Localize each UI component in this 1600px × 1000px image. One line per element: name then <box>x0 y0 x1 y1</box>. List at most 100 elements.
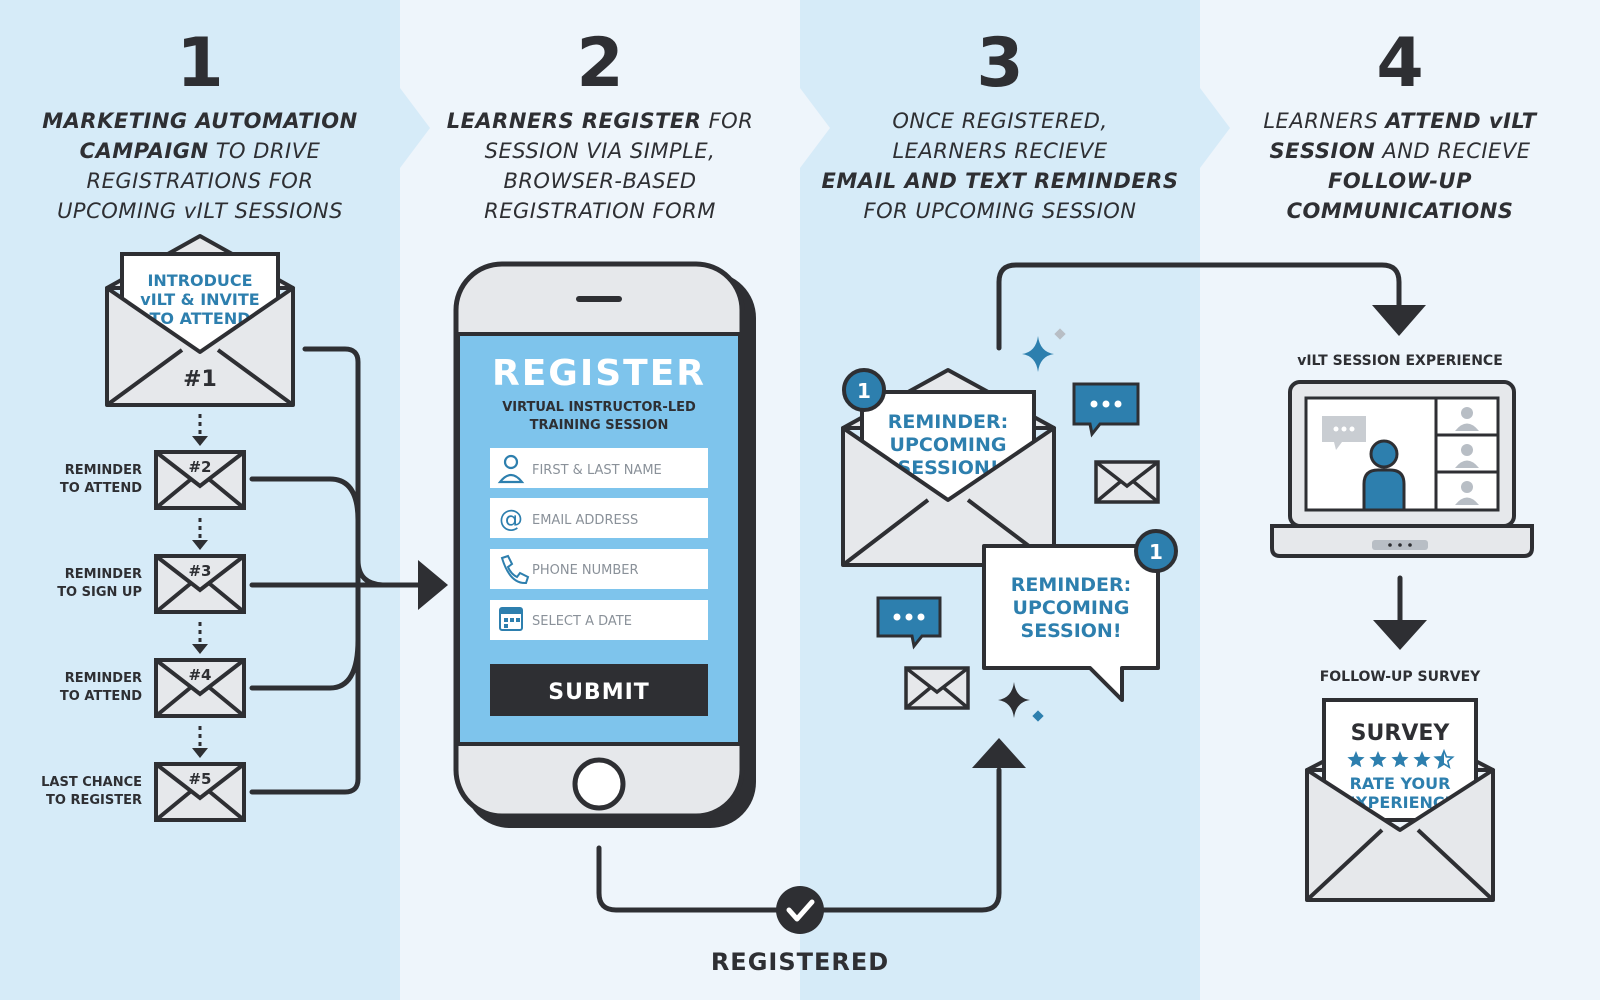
reminder-label: TO ATTEND <box>60 689 142 704</box>
sparkle-icon <box>998 682 1030 718</box>
email-reminder-line-2: UPCOMING <box>890 434 1007 456</box>
user-icon <box>497 454 525 484</box>
reminder-envelope: #2 REMINDER TO ATTEND <box>60 414 246 510</box>
reminder-label: REMINDER <box>65 463 142 478</box>
emphasis-text: LEARNERS REGISTER <box>446 109 702 133</box>
description-line: CAMPAIGN TO DRIVE <box>20 136 380 166</box>
name-field-placeholder: FIRST & LAST NAME <box>532 463 662 478</box>
survey-label: FOLLOW-UP SURVEY <box>1320 669 1481 685</box>
laptop-to-survey-arrow <box>1373 575 1427 650</box>
reminder-label: TO ATTEND <box>60 481 142 496</box>
chevron-1 <box>400 88 430 168</box>
arrow-down-icon <box>192 540 208 550</box>
phone-icon <box>500 554 530 585</box>
description-line: FOR UPCOMING SESSION <box>820 196 1180 226</box>
date-field-placeholder: SELECT A DATE <box>532 614 632 629</box>
emphasis-text: SESSION <box>1269 139 1376 163</box>
survey-envelope: SURVEY RATE YOUR EXPERIENCE <box>1305 698 1495 902</box>
body-text: FOR <box>701 109 754 133</box>
invite-badge: #1 <box>183 367 217 392</box>
description-line: BROWSER-BASED <box>420 166 780 196</box>
form-title: REGISTER <box>492 353 706 394</box>
description-line: REGISTRATIONS FOR <box>20 166 380 196</box>
body-text: LEARNERS RECIEVE <box>892 139 1108 163</box>
session-label: vILT SESSION EXPERIENCE <box>1297 353 1503 369</box>
description-line: LEARNERS RECIEVE <box>820 136 1180 166</box>
survey-title: SURVEY <box>1351 721 1451 746</box>
arrow-down-icon <box>1372 305 1426 336</box>
survey-sub-1: RATE YOUR <box>1350 774 1451 793</box>
mail-icon <box>904 666 970 710</box>
description-line: UPCOMING vILT SESSIONS <box>20 196 380 226</box>
email-field[interactable]: @ EMAIL ADDRESS <box>490 498 708 538</box>
body-text: SESSION VIA SIMPLE, <box>484 139 716 163</box>
step-number-1: 1 <box>176 24 224 103</box>
body-text: BROWSER-BASED <box>503 169 697 193</box>
registered-label: REGISTERED <box>711 948 889 976</box>
email-count: 1 <box>857 379 871 403</box>
chat-icon <box>1072 382 1140 438</box>
reminder-badge: #2 <box>188 458 211 476</box>
description-line: LEARNERS ATTEND vILT <box>1220 106 1580 136</box>
reminder-label: REMINDER <box>65 567 142 582</box>
calendar-icon <box>499 607 523 631</box>
body-text: REGISTRATION FORM <box>484 199 716 223</box>
email-reminder-line-1: REMINDER: <box>888 411 1008 433</box>
form-subtitle-1: VIRTUAL INSTRUCTOR-LED <box>502 400 696 415</box>
date-field[interactable]: SELECT A DATE <box>490 600 708 640</box>
emphasis-text: MARKETING AUTOMATION <box>42 109 358 133</box>
campaign-merge-lines <box>249 346 423 795</box>
at-icon: @ <box>499 505 523 533</box>
star-full-icon <box>1369 751 1387 768</box>
description-line: SESSION VIA SIMPLE, <box>420 136 780 166</box>
step-number-4: 4 <box>1376 24 1424 103</box>
chat-icon <box>1322 416 1366 450</box>
description-line: LEARNERS REGISTER FOR <box>420 106 780 136</box>
name-field[interactable]: FIRST & LAST NAME <box>490 448 708 488</box>
phone-field[interactable]: PHONE NUMBER <box>490 549 708 589</box>
sparkle-dot-icon <box>1054 328 1066 340</box>
invite-envelope: INTRODUCE vILT & INVITE TO ATTEND #1 <box>105 234 295 407</box>
body-text: LEARNERS <box>1263 109 1386 133</box>
reminder-label: TO REGISTER <box>46 793 142 808</box>
text-reminder-line-1: REMINDER: <box>1011 574 1131 596</box>
reminder-label: REMINDER <box>65 671 142 686</box>
text-reminder-line-3: SESSION! <box>1021 620 1122 642</box>
description-line: MARKETING AUTOMATION <box>20 106 380 136</box>
step-number-3: 3 <box>976 24 1024 103</box>
presenter-icon <box>1362 439 1406 512</box>
sparkle-icon <box>1022 336 1054 372</box>
survey-sub-2: EXPERIENCE <box>1344 793 1455 812</box>
star-rating <box>1347 748 1455 770</box>
description-line: SESSION AND RECIEVE <box>1220 136 1580 166</box>
invite-line-1: INTRODUCE <box>147 271 252 290</box>
invite-line-3: TO ATTEND <box>149 309 250 328</box>
step-number-2: 2 <box>576 24 624 103</box>
description-line: EMAIL AND TEXT REMINDERS <box>820 166 1180 196</box>
participant-icon <box>1455 407 1479 431</box>
arrow-down-icon <box>192 748 208 758</box>
sparkle-dot-icon <box>1032 710 1044 722</box>
emphasis-text: CAMPAIGN <box>79 139 209 163</box>
email-count-badge <box>842 368 886 412</box>
text-count-badge <box>1134 529 1178 573</box>
invite-line-2: vILT & INVITE <box>140 290 259 309</box>
emphasis-text: ATTEND vILT <box>1385 109 1537 133</box>
submit-label: SUBMIT <box>548 680 650 705</box>
step-description-2: LEARNERS REGISTER FOR SESSION VIA SIMPLE,… <box>420 106 780 226</box>
chat-icon <box>876 596 942 650</box>
submit-button[interactable]: SUBMIT <box>490 664 708 716</box>
reminder-badge: #3 <box>188 562 211 580</box>
emphasis-text: COMMUNICATIONS <box>1286 199 1514 223</box>
description-line: COMMUNICATIONS <box>1220 196 1580 226</box>
email-reminder-line-3: SESSION! <box>898 457 999 479</box>
